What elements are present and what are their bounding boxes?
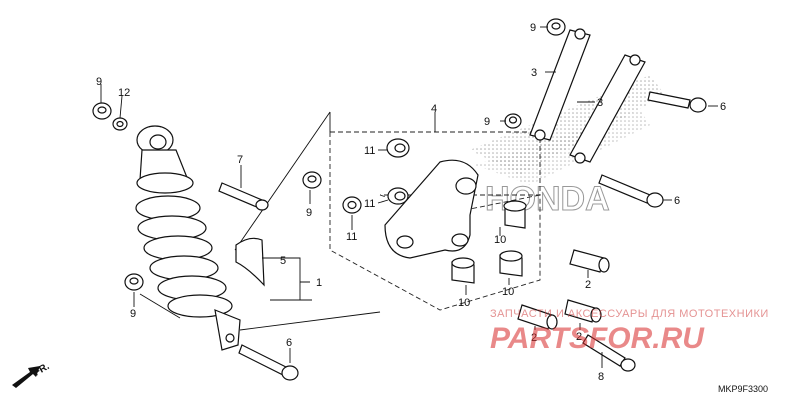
callout-labels: 9 12 9 3 3 4 9 6 6 7 9 11 11 11 10 10 10…: [96, 22, 726, 383]
callout-6: 6: [720, 101, 726, 113]
collar-b: [564, 299, 602, 323]
front-direction-indicator: FR.: [12, 361, 52, 388]
watermark: ЗАПЧАСТИ И АКСЕССУАРЫ ДЛЯ МОТОТЕХНИКИ PA…: [490, 308, 769, 355]
assembly-4-boundary: [329, 132, 541, 311]
callout-7: 7: [237, 154, 243, 166]
callout-11: 11: [364, 198, 375, 210]
bolt-6-top: [647, 91, 707, 113]
diagram-code: MKP9F3300: [718, 384, 768, 394]
callout-4: 4: [431, 103, 437, 115]
callout-11: 11: [346, 231, 357, 243]
dust-seal-b: [387, 187, 409, 205]
callout-9: 9: [96, 76, 102, 88]
honda-brand-text: HONDA: [485, 180, 610, 218]
callout-3: 3: [531, 67, 537, 79]
callout-9: 9: [484, 116, 490, 128]
washer-12: [112, 117, 128, 131]
bolt-6-lower: [238, 344, 299, 381]
cushion-arm: [384, 159, 479, 259]
bolt-7: [218, 182, 269, 211]
nut-upper-left: [92, 102, 112, 120]
needle-bearing-a: [503, 200, 527, 229]
dust-seal-a: [386, 138, 410, 158]
callout-2: 2: [531, 332, 537, 344]
front-label: FR.: [32, 361, 52, 379]
assembly-4-inner: [379, 194, 541, 216]
collar-c: [517, 304, 558, 330]
watermark-logo: PARTSFOR.RU: [490, 322, 705, 355]
nut-rod: [504, 113, 522, 129]
collar-a: [569, 249, 610, 273]
nut-lower-left: [124, 273, 144, 291]
bolt-8: [582, 334, 636, 372]
assembly-lead-bottom: [239, 311, 381, 331]
caution-label: [235, 237, 265, 287]
callout-1: 1: [316, 277, 322, 289]
callout-3: 3: [597, 97, 603, 109]
assembly-4-lead-left: [234, 111, 331, 251]
leader-lines: [100, 26, 718, 368]
callout-10: 10: [494, 234, 506, 246]
callout-8: 8: [598, 371, 604, 383]
callout-10: 10: [458, 297, 470, 309]
callout-10: 10: [502, 286, 514, 298]
callout-9: 9: [306, 207, 312, 219]
callout-6: 6: [286, 337, 292, 349]
callout-2: 2: [585, 279, 591, 291]
dust-seal-c: [342, 196, 362, 214]
callout-5: 5: [280, 255, 286, 267]
callout-12: 12: [118, 87, 130, 99]
watermark-tagline: ЗАПЧАСТИ И АКСЕССУАРЫ ДЛЯ МОТОТЕХНИКИ: [490, 308, 769, 320]
nut-center: [302, 171, 322, 189]
bolt-6-mid: [598, 174, 664, 208]
rear-shock-absorber: [135, 125, 241, 351]
callout-2: 2: [576, 331, 582, 343]
needle-bearing-c: [451, 257, 475, 284]
callout-9: 9: [530, 22, 536, 34]
callout-6: 6: [674, 195, 680, 207]
needle-bearing-b: [499, 250, 523, 277]
callout-11: 11: [364, 145, 375, 157]
nut-top: [546, 18, 566, 36]
arrow-icon: [12, 366, 40, 388]
callout-9: 9: [130, 308, 136, 320]
